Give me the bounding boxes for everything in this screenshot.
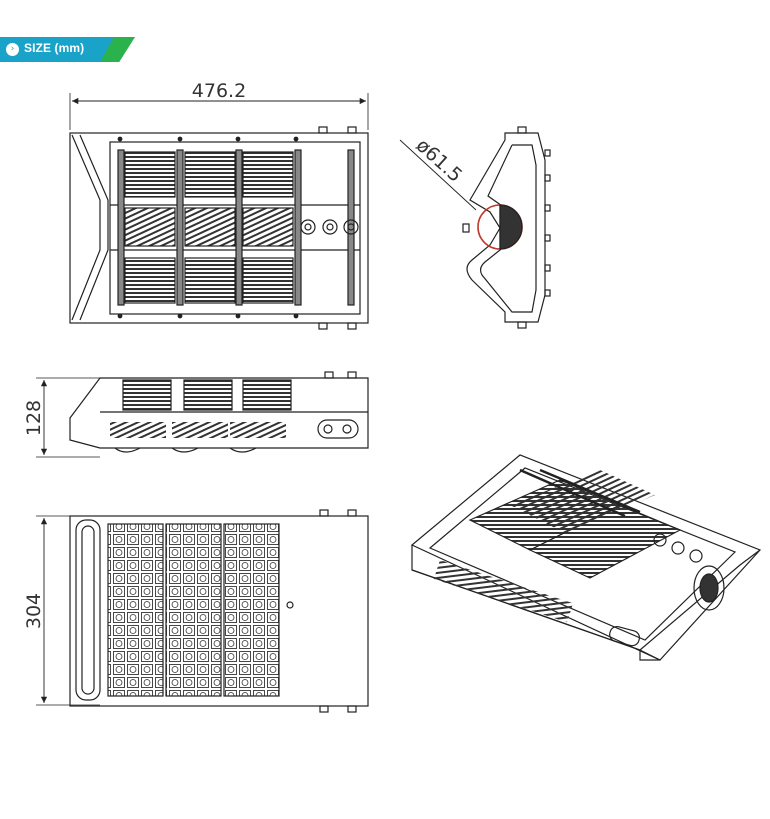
front-view [36, 371, 369, 458]
section-tag-label: SIZE (mm) [24, 41, 85, 55]
diameter-dimension-label: ø61.5 [412, 134, 467, 186]
chevron-right-icon: › [6, 43, 19, 56]
side-view [399, 126, 551, 329]
top-view [69, 93, 369, 330]
height-dimension-label: 128 [23, 400, 45, 436]
isometric-view [410, 454, 762, 661]
depth-dimension-label: 304 [23, 593, 45, 629]
width-dimension-label: 476.2 [192, 80, 246, 102]
section-tag: › SIZE (mm) [0, 37, 135, 62]
bottom-view [36, 509, 369, 713]
